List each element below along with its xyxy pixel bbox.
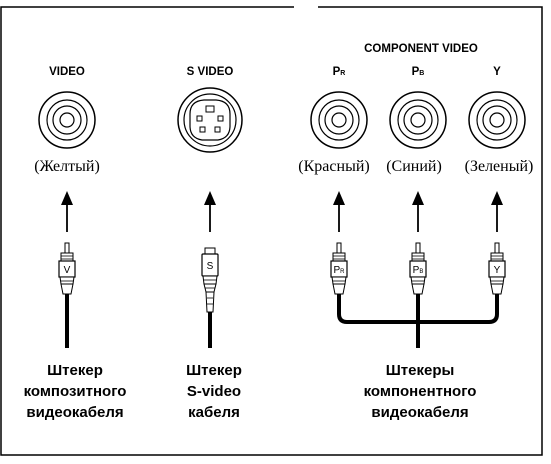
y-plug bbox=[488, 242, 506, 295]
pr-color-label: (Красный) bbox=[298, 158, 369, 175]
pb-jack bbox=[389, 91, 447, 149]
svideo-plug bbox=[201, 247, 219, 313]
y-arrow bbox=[491, 191, 503, 232]
pr-jack-label: PR bbox=[333, 66, 346, 78]
component-caption-line2: компонентного bbox=[364, 383, 477, 400]
pb-jack-label: PB bbox=[412, 66, 425, 78]
pb-color-label: (Синий) bbox=[386, 158, 442, 175]
component-video-title: COMPONENT VIDEO bbox=[364, 43, 478, 55]
video-color-label: (Желтый) bbox=[34, 158, 100, 175]
video-jack bbox=[38, 91, 96, 149]
svideo-caption-line1: Штекер bbox=[186, 362, 242, 379]
pb-arrow bbox=[412, 191, 424, 232]
svideo-arrow bbox=[204, 191, 216, 232]
video-arrow bbox=[61, 191, 73, 232]
pb-plug-letter-main: P bbox=[413, 265, 420, 276]
composite-plug bbox=[58, 242, 76, 295]
component-cable-bundle bbox=[337, 294, 499, 348]
pb-jack-label-main: P bbox=[412, 66, 420, 78]
pr-jack bbox=[310, 91, 368, 149]
pb-plug-letter-sub: B bbox=[419, 269, 423, 275]
y-jack-label: Y bbox=[493, 66, 501, 78]
y-color-label: (Зеленый) bbox=[465, 158, 534, 175]
pb-plug bbox=[409, 242, 427, 295]
video-jack-label: VIDEO bbox=[49, 66, 85, 78]
svideo-plug-letter: S bbox=[207, 261, 214, 272]
svideo-jack-label: S VIDEO bbox=[187, 66, 234, 78]
svideo-jack bbox=[177, 87, 243, 153]
y-jack bbox=[468, 91, 526, 149]
pr-jack-label-sub: R bbox=[340, 70, 345, 77]
pb-plug-letter: PB bbox=[413, 265, 424, 276]
composite-plug-letter: V bbox=[64, 265, 71, 276]
pr-plug-letter-sub: R bbox=[340, 269, 345, 275]
pb-jack-label-sub: B bbox=[419, 70, 424, 77]
svideo-caption-line3: кабеля bbox=[188, 404, 240, 421]
svideo-caption-line2: S-video bbox=[187, 383, 241, 400]
component-caption-line1: Штекеры bbox=[386, 362, 455, 379]
composite-caption-line1: Штекер bbox=[47, 362, 103, 379]
pr-arrow bbox=[333, 191, 345, 232]
component-caption-line3: видеокабеля bbox=[371, 404, 468, 421]
pr-plug bbox=[330, 242, 348, 295]
pr-plug-letter-main: P bbox=[333, 265, 340, 276]
composite-caption-line2: композитного bbox=[24, 383, 127, 400]
composite-caption-line3: видеокабеля bbox=[26, 404, 123, 421]
y-plug-letter: Y bbox=[494, 265, 501, 276]
pr-jack-label-main: P bbox=[333, 66, 341, 78]
pr-plug-letter: PR bbox=[333, 265, 345, 276]
diagram-frame bbox=[0, 6, 543, 456]
